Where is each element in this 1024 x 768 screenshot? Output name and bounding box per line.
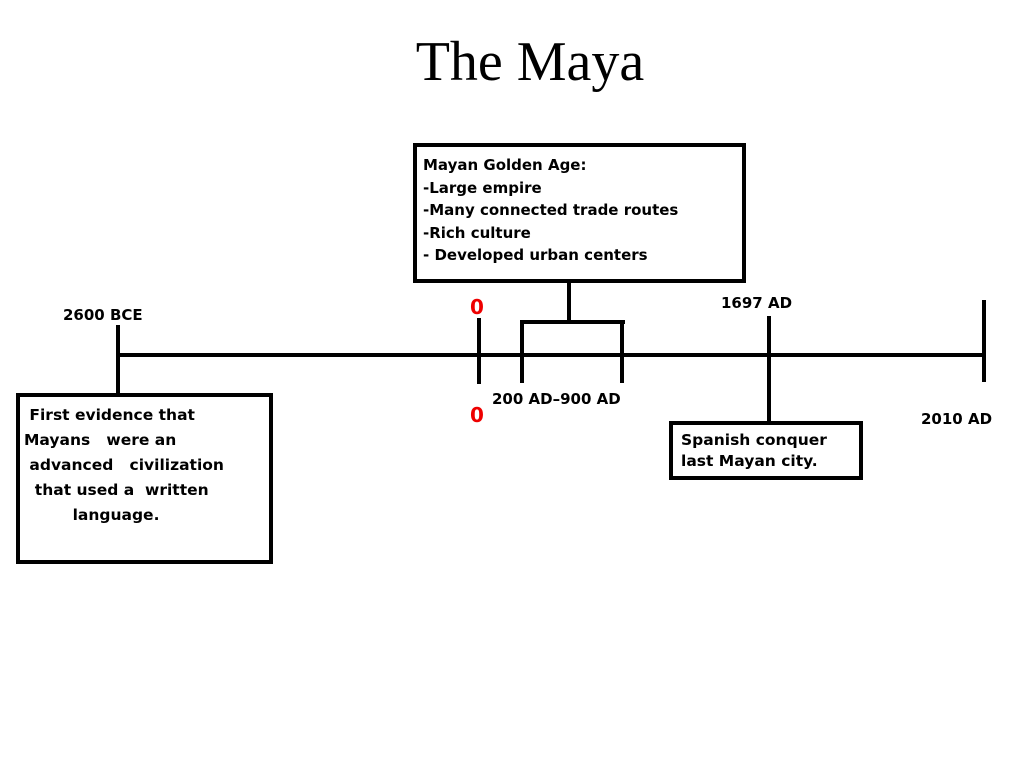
tick-2600-bce xyxy=(116,325,120,395)
golden-age-item: -Rich culture xyxy=(423,223,531,242)
label-2600-bce: 2600 BCE xyxy=(63,306,143,324)
tick-1697-ad xyxy=(767,316,771,424)
first-evidence-line: Mayans were an xyxy=(24,431,177,449)
golden-age-bracket-top xyxy=(520,320,625,324)
tick-200-ad xyxy=(520,320,524,383)
spanish-conquest-line: last Mayan city. xyxy=(681,452,818,470)
tick-900-ad xyxy=(620,320,624,383)
spanish-conquest-line: Spanish conquer xyxy=(681,431,827,449)
label-zero-bottom: 0 xyxy=(470,403,484,427)
spanish-conquest-box: Spanish conquer last Mayan city. xyxy=(669,421,863,480)
golden-age-heading: Mayan Golden Age: xyxy=(423,156,587,174)
first-evidence-line: advanced civilization xyxy=(24,456,224,474)
label-1697-ad: 1697 AD xyxy=(721,294,793,312)
first-evidence-line: that used a written xyxy=(24,481,209,499)
timeline-axis xyxy=(118,353,986,357)
golden-age-item: -Large empire xyxy=(423,178,542,197)
tick-year-zero xyxy=(477,318,481,384)
golden-age-box: Mayan Golden Age: -Large empire -Many co… xyxy=(413,143,746,283)
golden-age-item: - Developed urban centers xyxy=(423,246,648,264)
golden-age-connector xyxy=(567,280,571,322)
slide-title: The Maya xyxy=(415,31,645,93)
label-200-900-ad: 200 AD–900 AD xyxy=(492,390,621,408)
label-2010-ad: 2010 AD xyxy=(921,410,993,428)
first-evidence-line: First evidence that xyxy=(24,406,195,424)
first-evidence-box: First evidence that Mayans were an advan… xyxy=(16,393,273,564)
label-zero-top: 0 xyxy=(470,295,484,319)
first-evidence-line: language. xyxy=(24,506,160,524)
tick-2010-ad xyxy=(982,300,986,382)
golden-age-item: -Many connected trade routes xyxy=(423,201,679,219)
